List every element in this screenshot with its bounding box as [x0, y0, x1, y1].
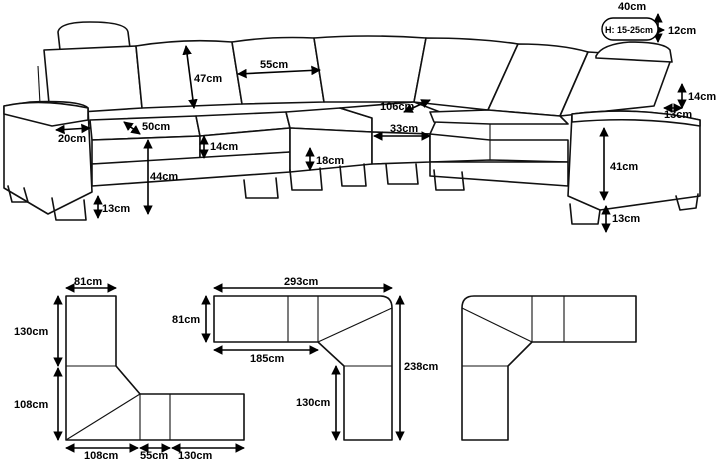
- label-arm-top-width: 20cm: [58, 133, 86, 145]
- plan-view-left: 81cm 130cm 108cm 108cm 55cm 130cm: [14, 276, 245, 460]
- headrest-left: [57, 21, 131, 51]
- label-plan-mid-total-height: 238cm: [404, 361, 438, 373]
- leg-1: [243, 177, 279, 199]
- label-headrest-thickness: 12cm: [668, 25, 696, 37]
- leg-right-front: [569, 203, 601, 225]
- plan-left-outline: [65, 295, 245, 441]
- label-leg-height-right: 13cm: [612, 213, 640, 225]
- back-cushion-4: [313, 35, 427, 103]
- leg-left-back: [7, 185, 29, 203]
- label-seat-depth: 50cm: [142, 121, 170, 133]
- label-arm-height: 41cm: [610, 161, 638, 173]
- label-headrest-width: 40cm: [618, 1, 646, 13]
- label-arm-side-width: 13cm: [664, 109, 692, 121]
- label-plan-mid-total-width: 293cm: [284, 276, 318, 288]
- label-plan-left-bottom-mid: 55cm: [140, 450, 168, 460]
- sofa-perspective-view: [3, 21, 701, 225]
- label-arm-side-height: 14cm: [688, 91, 716, 103]
- leg-2: [289, 167, 323, 191]
- label-seat-width: 55cm: [260, 59, 288, 71]
- right-armrest-top: [571, 110, 701, 127]
- label-plan-mid-leg-length: 130cm: [296, 397, 330, 409]
- label-plan-left-bottom-right: 130cm: [178, 450, 212, 460]
- seat-cushion-top-5: [429, 109, 569, 125]
- label-plan-mid-inner-width: 185cm: [250, 353, 284, 365]
- left-armrest-top: [3, 101, 89, 127]
- plan-view-middle: 293cm 81cm 185cm 238cm 130cm: [172, 276, 438, 441]
- label-back-height: 47cm: [194, 73, 222, 85]
- label-plan-mid-depth: 81cm: [172, 314, 200, 326]
- label-leg-height-left: 13cm: [102, 203, 130, 215]
- leg-5: [433, 169, 465, 191]
- headrest-right: [595, 41, 673, 63]
- label-plan-left-upper-length: 130cm: [14, 326, 48, 338]
- label-plan-left-top-width: 81cm: [74, 276, 102, 288]
- label-plan-left-bottom-left: 108cm: [84, 450, 118, 460]
- leg-4: [385, 163, 419, 185]
- label-base-height: 18cm: [316, 155, 344, 167]
- label-cushion-height: 14cm: [210, 141, 238, 153]
- seat-front-right: [429, 133, 569, 163]
- label-headrest-adjust: H: 15-25cm: [605, 25, 653, 35]
- label-plan-left-lower-length: 108cm: [14, 399, 48, 411]
- label-seat-height: 44cm: [150, 171, 178, 183]
- sofa-perspective-labels: 47cm 55cm 40cm H: 15-25cm 12cm 20cm 50cm…: [58, 1, 716, 225]
- leg-3: [339, 163, 367, 187]
- plan-mid-outline: [213, 295, 393, 441]
- leg-left-front: [51, 197, 87, 221]
- headrest-adjust-box: [601, 17, 659, 41]
- label-corner-width: 106cm: [380, 101, 414, 113]
- leg-right-back: [675, 193, 699, 211]
- base-front-right: [429, 161, 569, 187]
- label-corner-front: 33cm: [390, 123, 418, 135]
- plan-right-outline: [461, 295, 637, 441]
- plan-view-right: [461, 295, 637, 441]
